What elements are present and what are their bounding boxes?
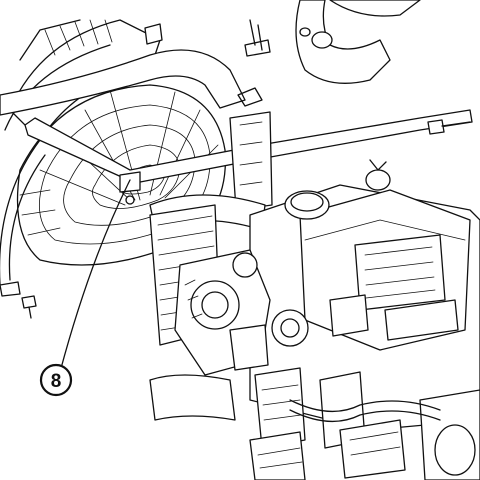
timing-cover (174, 249, 271, 376)
bolt-left (21, 295, 37, 319)
cross-brace (24, 19, 473, 205)
clamp-parts (0, 23, 333, 297)
engine-block (249, 159, 480, 431)
callout-8-label: 8 (51, 371, 62, 392)
upper-hose (0, 0, 421, 116)
bolt-right (427, 119, 471, 135)
lower-components (149, 367, 480, 480)
fan-guard (16, 84, 227, 266)
callout-8: 8 (39, 363, 73, 397)
callout-leader (59, 179, 131, 373)
